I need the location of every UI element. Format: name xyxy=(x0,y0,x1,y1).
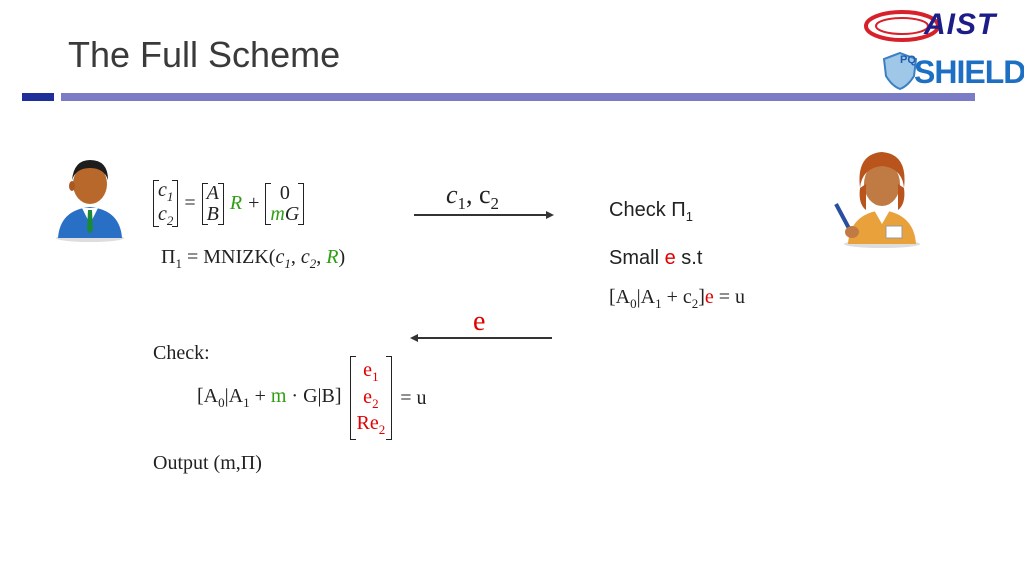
aist-logo: AIST xyxy=(862,6,1022,44)
c1-subscript: 1 xyxy=(166,189,174,204)
label-c1: c xyxy=(446,180,458,209)
vlhs-a0-sub: 0 xyxy=(218,395,225,410)
zero-entry: 0 xyxy=(279,181,290,204)
label-c2: c xyxy=(479,180,491,209)
vec-e2-sub: 2 xyxy=(372,395,379,411)
vlhs-a1-sub: 1 xyxy=(243,395,250,410)
plus-sign: + xyxy=(248,192,260,215)
check-pi-sub: 1 xyxy=(685,209,693,224)
aist-logo-text: AIST xyxy=(924,8,997,41)
r-symbol: R xyxy=(229,192,243,215)
small-e: e xyxy=(664,247,676,269)
req-open: [A xyxy=(609,286,631,308)
m-symbol: m xyxy=(270,202,285,225)
zero-mg-vector: 0 mG xyxy=(265,181,305,225)
receiver-check-pi: Check Π1 xyxy=(609,199,693,224)
e-vector: e1 e2 Re2 xyxy=(349,356,393,440)
pi-r: R xyxy=(326,246,339,268)
label-c2-sub: 2 xyxy=(490,194,499,214)
title-underline-bar xyxy=(61,93,975,101)
vec-re2: Re xyxy=(356,412,379,435)
matrix-b: B xyxy=(206,202,219,225)
pi-c2-sub: 2 xyxy=(309,256,317,271)
g-symbol: G xyxy=(284,202,300,225)
req-mid: |A xyxy=(636,286,656,308)
matrix-a: A xyxy=(206,181,219,204)
verify-equation: [A0|A1 + m · G|B] e1 e2 Re2 = u xyxy=(197,356,427,440)
ab-matrix: A B xyxy=(201,181,224,225)
c2-symbol: c xyxy=(158,202,167,225)
pqshield-logo: PQ SHIELD xyxy=(880,50,1024,92)
pq-logo-text: PQ xyxy=(900,54,916,66)
vlhs-open: [A xyxy=(197,385,219,407)
verify-check-label: Check: xyxy=(153,342,210,364)
pi-c1-sub: 1 xyxy=(284,256,291,271)
pi-c2: c xyxy=(300,246,310,268)
pi-symbol: Π xyxy=(161,246,176,268)
pi-subscript: 1 xyxy=(175,256,182,271)
req-a1-sub: 1 xyxy=(655,296,662,311)
vlhs-rest: · G|B] xyxy=(286,385,342,407)
sender-avatar xyxy=(50,152,130,247)
small-pre: Small xyxy=(609,247,665,269)
check-pi-text: Check Π xyxy=(609,199,686,221)
label-sep: , xyxy=(466,180,479,209)
title-underline-accent xyxy=(22,93,54,101)
arrow-left-label: e xyxy=(473,306,486,337)
req-close: ] xyxy=(698,286,705,308)
pi-c1: c xyxy=(275,246,285,268)
pi-proof-line: Π1 = MNIZK(c1, c2, R) xyxy=(161,246,346,271)
req-e: e xyxy=(704,286,714,308)
label-c1-sub: 1 xyxy=(457,194,466,214)
arrow-left-icon xyxy=(410,334,552,342)
vlhs-plus: + xyxy=(249,385,271,407)
req-rhs: = u xyxy=(713,286,746,308)
equals-sign: = xyxy=(184,192,196,215)
slide-title: The Full Scheme xyxy=(68,34,341,75)
receiver-avatar xyxy=(830,144,930,254)
mnizk-text: = MNIZK( xyxy=(181,246,276,268)
sender-commitment-equation: c1 c2 = A B R + 0 mG xyxy=(153,179,305,228)
arrow-left xyxy=(408,331,554,350)
c1-symbol: c xyxy=(158,179,167,201)
verify-output: Output (m,Π) xyxy=(153,452,262,474)
male-user-avatar-icon xyxy=(56,160,124,242)
arrow-right xyxy=(414,208,556,227)
verify-rhs: = u xyxy=(400,386,427,409)
receiver-small-e: Small e s.t xyxy=(609,247,702,270)
req-a0-sub: 0 xyxy=(630,296,637,311)
c2-subscript: 2 xyxy=(166,212,174,228)
vlhs-mid: |A xyxy=(224,385,244,407)
female-user-avatar-icon xyxy=(834,152,920,248)
arrow-right-icon xyxy=(414,211,554,219)
vec-re2-sub: 2 xyxy=(378,422,386,438)
vec-e1: e xyxy=(363,359,373,382)
aist-logo-swoosh-icon xyxy=(864,10,940,42)
req-c2-sub: 2 xyxy=(691,296,699,311)
pi-close: ) xyxy=(338,246,346,268)
vec-e1-sub: 1 xyxy=(372,369,379,385)
vlhs-m: m xyxy=(270,385,287,407)
receiver-equation: [A0|A1 + c2]e = u xyxy=(609,286,745,312)
arrow-right-label: c1, c2 xyxy=(446,180,499,214)
c-vector: c1 c2 xyxy=(153,179,179,228)
shield-logo-text: SHIELD xyxy=(914,54,1024,90)
shield-icon xyxy=(882,51,918,90)
req-plus: + c xyxy=(661,286,692,308)
small-post: s.t xyxy=(675,247,703,269)
vec-e2: e xyxy=(363,385,373,408)
